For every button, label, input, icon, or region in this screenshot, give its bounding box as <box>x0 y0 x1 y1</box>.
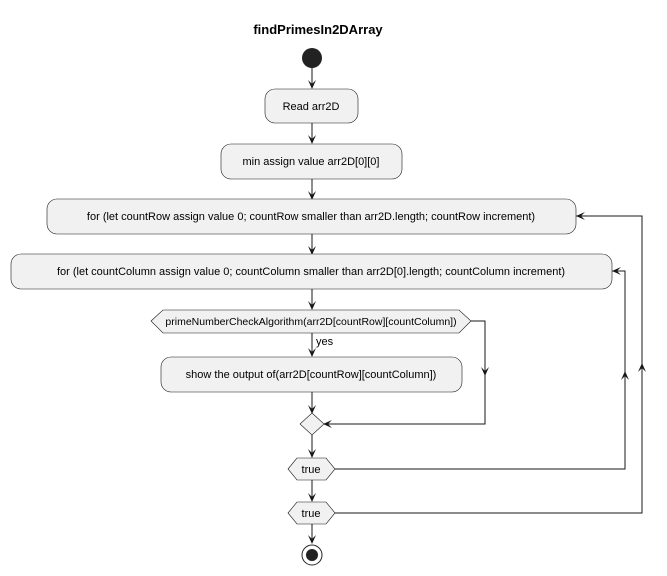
start-node <box>302 48 322 68</box>
read-array-node: Read arr2D <box>264 88 359 124</box>
outer-repeat-label: true <box>302 508 321 520</box>
inner-loop-label: for (let countColumn assign value 0; cou… <box>57 266 565 278</box>
outer-repeat-node: true <box>287 501 336 525</box>
end-node <box>301 544 323 566</box>
outer-loop-back-edge <box>335 212 646 514</box>
yes-branch-label: yes <box>316 336 334 348</box>
min-assign-node: min assign value arr2D[0][0] <box>220 143 403 180</box>
condition-else-edge <box>323 320 489 428</box>
inner-repeat-label: true <box>302 464 321 476</box>
outer-loop-label: for (let countRow assign value 0; countR… <box>87 211 535 223</box>
read-array-label: Read arr2D <box>283 101 340 113</box>
flow-edges <box>308 68 316 544</box>
inner-loop-back-edge <box>335 267 629 470</box>
outer-loop-node: for (let countRow assign value 0; countR… <box>46 198 577 235</box>
merge-diamond <box>299 412 325 436</box>
show-output-node: show the output of(arr2D[countRow][count… <box>160 356 463 393</box>
condition-node: primeNumberCheckAlgorithm(arr2D[countRow… <box>150 309 472 334</box>
inner-repeat-node: true <box>287 457 336 481</box>
show-output-label: show the output of(arr2D[countRow][count… <box>186 369 437 381</box>
diagram-title: findPrimesIn2DArray <box>253 22 383 37</box>
min-assign-label: min assign value arr2D[0][0] <box>243 156 380 168</box>
condition-label: primeNumberCheckAlgorithm(arr2D[countRow… <box>165 316 456 328</box>
inner-loop-node: for (let countColumn assign value 0; cou… <box>10 253 613 290</box>
